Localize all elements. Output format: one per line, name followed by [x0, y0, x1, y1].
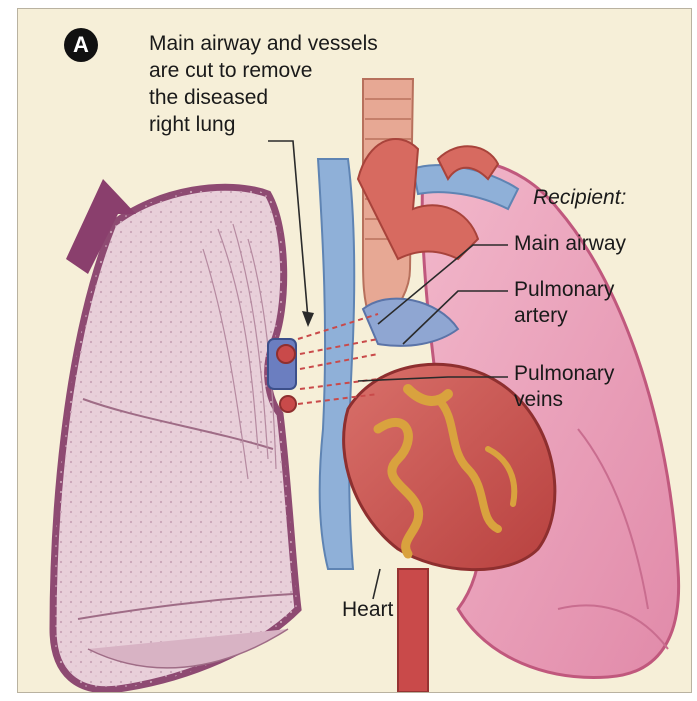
- pulmonary-artery-label-2: artery: [514, 303, 568, 328]
- caption-line-2: are cut to remove: [149, 58, 312, 83]
- main-airway-label: Main airway: [514, 231, 626, 256]
- pulmonary-veins-label-1: Pulmonary: [514, 361, 614, 386]
- caption-line-1: Main airway and vessels: [149, 31, 378, 56]
- panel-label: A: [64, 28, 98, 62]
- vena-cava: [318, 159, 354, 569]
- caption-line-3: the diseased: [149, 85, 268, 110]
- illustration-frame: A Main airway and vessels are cut to rem…: [17, 8, 692, 693]
- caption-line-4: right lung: [149, 112, 235, 137]
- pulmonary-artery-label-1: Pulmonary: [514, 277, 614, 302]
- heart-label: Heart: [342, 597, 393, 622]
- recipient-label: Recipient:: [533, 185, 626, 210]
- lung-transplant-illustration: [18, 9, 691, 692]
- pulmonary-veins-label-2: veins: [514, 387, 563, 412]
